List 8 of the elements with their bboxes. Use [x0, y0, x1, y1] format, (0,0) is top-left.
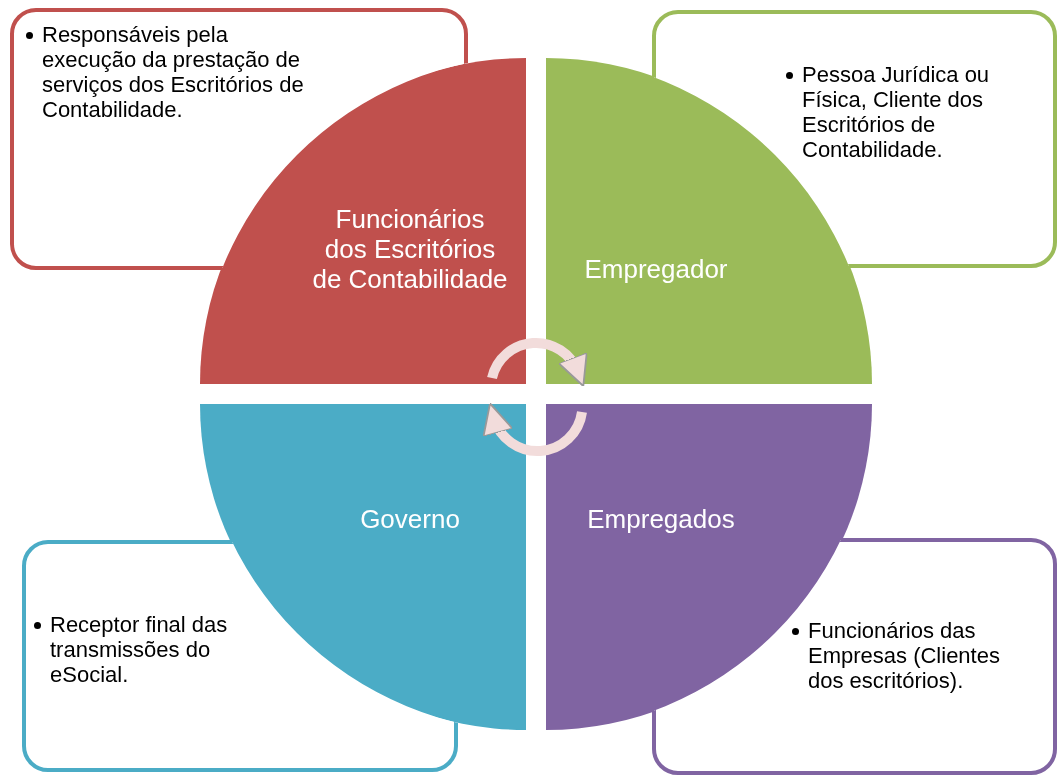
bullet-text: Pessoa Jurídica ou Física, Cliente dos Escritórios de Contabilidade. [802, 62, 991, 162]
quadrant-label: Empregados [586, 504, 736, 534]
bullet-text: Funcionários das Empresas (Clientes dos escritórios). [808, 618, 1001, 693]
bullet-text: Receptor final das transmissões do eSocial. [50, 612, 229, 687]
bullet-text: Responsáveis pela execução da prestação de serviços dos Escritórios de Contabilidade. [42, 22, 305, 122]
quadrant-label: Empregador [583, 254, 729, 284]
quadrant-label: Funcionários dos Escritórios de Contabilidade [312, 204, 508, 294]
quadrant-label: Governo [359, 504, 461, 534]
